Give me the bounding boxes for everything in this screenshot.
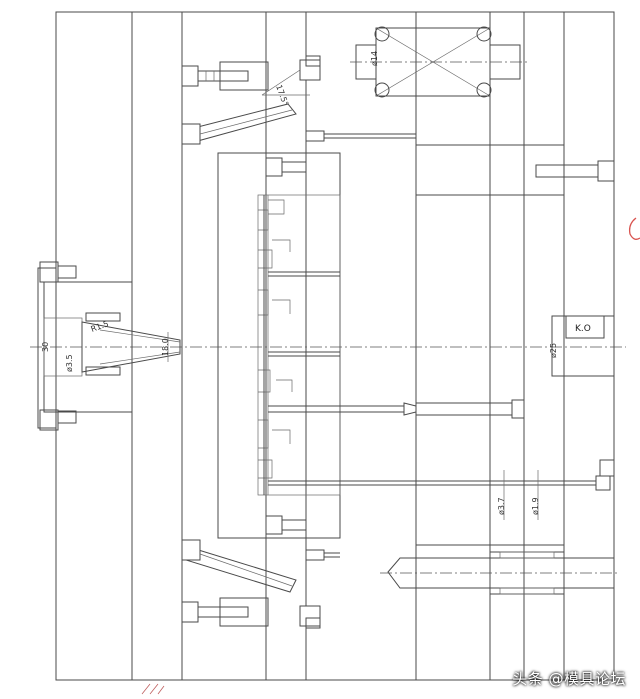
a-plate [181, 11, 267, 681]
ejector-bolt-top-right [535, 160, 615, 182]
support-plate [305, 11, 417, 681]
dia-3-7-label: ø3.7 [497, 497, 506, 515]
return-pin-bottom [305, 549, 340, 561]
red-accent-mark [628, 217, 640, 240]
locating-ring [37, 261, 133, 431]
ejector-screw-right [599, 459, 615, 477]
bottom-clamp-plate [563, 11, 615, 681]
core-screw-top [265, 157, 307, 177]
ko-label: K.O [575, 324, 591, 334]
dia-3-5-label: ø3.5 [65, 354, 74, 372]
bottom-tick-marks [141, 683, 165, 695]
ejector-pin-4 [268, 475, 611, 491]
socket-head-bolt-top-1 [181, 65, 249, 87]
return-pin-top [305, 130, 416, 142]
dimension-3-7: ø3.7 [497, 470, 506, 520]
clamp-plate-left [55, 11, 133, 681]
ko-hole: K.O ø25 [549, 315, 615, 377]
angle-pin-bottom [181, 539, 297, 593]
socket-head-bolt-bottom-1 [181, 601, 249, 623]
ring-screws [57, 265, 121, 424]
sprue-bushing [81, 321, 181, 373]
dimension-30: 30 [41, 342, 50, 352]
core-insert [217, 152, 341, 539]
core-screw-bottom [265, 515, 307, 535]
ejector-pin-2 [268, 351, 340, 357]
dia-1-9-label: ø1.9 [531, 497, 540, 515]
ejector-plate [523, 11, 565, 681]
ejector-pin-1 [268, 271, 340, 277]
b-plate [265, 11, 307, 681]
dia-25-label: ø25 [549, 343, 558, 358]
guide-pillar-top: ø14 [350, 26, 530, 98]
socket-head-bolt-top-2 [219, 55, 321, 91]
socket-head-bolt-bottom-2 [219, 597, 321, 629]
watermark: 头条 @模具论坛 [512, 670, 626, 688]
ejector-pin-3 [268, 399, 525, 419]
ejector-housing-lines [415, 144, 565, 680]
guide-pillar-bottom [380, 551, 620, 595]
spacer-block [415, 11, 491, 681]
dia-label-top-pin: ø14 [370, 51, 379, 66]
cavity-plate [131, 11, 183, 681]
dimension-3-5: ø3.5 [65, 354, 74, 372]
angle-pin-top [181, 103, 297, 145]
sprue-length-label: 18.0 [161, 338, 170, 356]
dimension-1-9: ø1.9 [531, 470, 540, 520]
ejector-retainer-plate [489, 11, 525, 681]
angle-label-top: 17.5° [274, 84, 290, 108]
dia-30-label: 30 [41, 342, 50, 352]
dimension-18: 18.0 [161, 332, 170, 362]
